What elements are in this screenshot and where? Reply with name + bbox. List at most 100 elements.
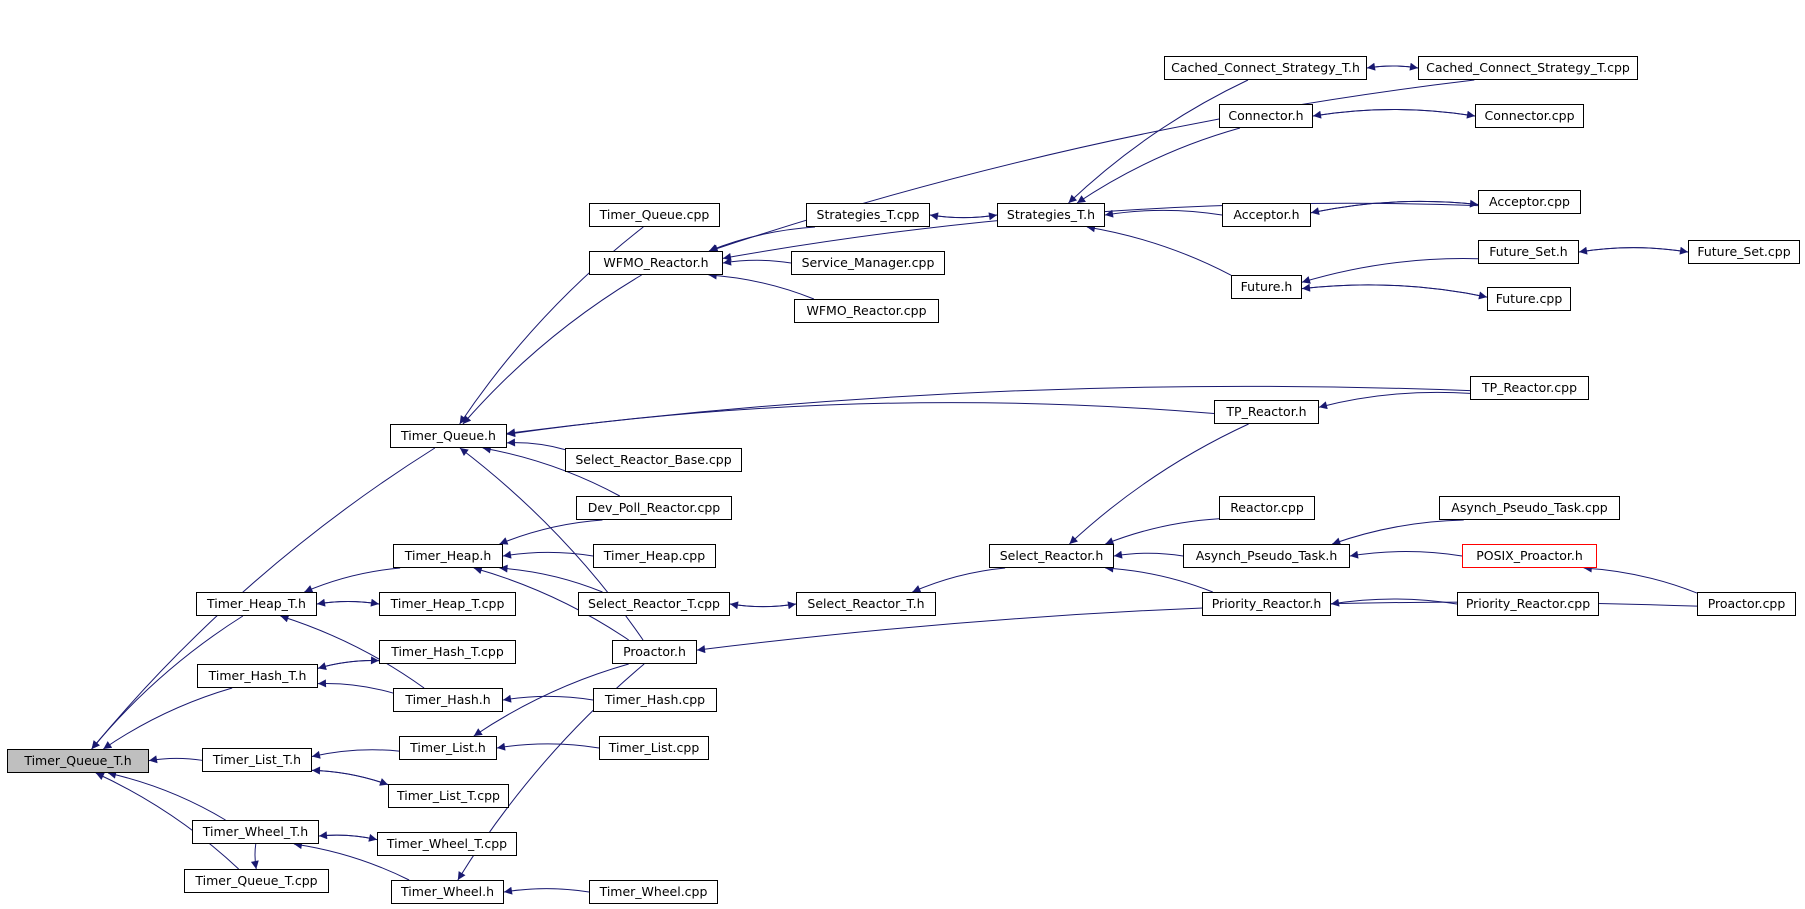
edge-n_posix-to-n_apt: [1349, 550, 1463, 559]
edge-n_rcpp-to-n_sr: [1105, 518, 1220, 545]
edge-n_hash-to-n_heapT: [280, 614, 425, 689]
node-timer-heap-t-h[interactable]: Timer_Heap_T.h: [196, 592, 317, 616]
node-asynch-pseudo-task-cpp[interactable]: Asynch_Pseudo_Task.cpp: [1439, 496, 1620, 520]
node-future-set-h[interactable]: Future_Set.h: [1478, 240, 1579, 264]
node-timer-list-t-cpp[interactable]: Timer_List_T.cpp: [388, 784, 509, 808]
edge-n_wfmo-to-n_tq: [462, 274, 642, 425]
node-timer-list-cpp[interactable]: Timer_List.cpp: [599, 736, 709, 760]
edge-n_ccsT-to-n_strat: [1068, 79, 1249, 204]
node-connector-h[interactable]: Connector.h: [1219, 104, 1313, 128]
edge-n_sr-to-n_srT: [912, 567, 1006, 593]
edge-n_hashcpp-to-n_hash: [502, 694, 594, 703]
edge-n_listcpp-to-n_list: [496, 742, 600, 751]
edge-n_acc-to-n_strat: [1104, 209, 1223, 218]
node-wfmo-reactor-h[interactable]: WFMO_Reactor.h: [589, 251, 723, 275]
node-timer-hash-t-h[interactable]: Timer_Hash_T.h: [197, 664, 318, 688]
node-timer-hash-cpp[interactable]: Timer_Hash.cpp: [593, 688, 717, 712]
node-strategies-t-h[interactable]: Strategies_T.h: [997, 203, 1105, 227]
node-timer-wheel-t-h[interactable]: Timer_Wheel_T.h: [192, 820, 319, 844]
edge-n_proactor-to-n_list: [473, 663, 629, 737]
node-dev-poll-reactor-cpp[interactable]: Dev_Poll_Reactor.cpp: [576, 496, 732, 520]
edge-n_tpr-to-n_sr: [1069, 423, 1249, 545]
node-tp-reactor-h[interactable]: TP_Reactor.h: [1214, 400, 1319, 424]
node-timer-queue-cpp[interactable]: Timer_Queue.cpp: [589, 203, 720, 227]
edge-n_listT-to-n_listTcpp: [311, 769, 389, 786]
node-priority-reactor-cpp[interactable]: Priority_Reactor.cpp: [1457, 592, 1599, 616]
edge-n_apt-to-n_sr: [1113, 550, 1184, 559]
edge-n_heapT-to-n_heapTcpp: [316, 598, 380, 607]
edge-n_srbcpp-to-n_tq: [506, 438, 566, 451]
node-timer-wheel-t-cpp[interactable]: Timer_Wheel_T.cpp: [377, 832, 517, 856]
edge-n_futcpp-to-n_fut: [1301, 283, 1488, 298]
node-future-h[interactable]: Future.h: [1231, 275, 1302, 299]
node-service-manager-cpp[interactable]: Service_Manager.cpp: [791, 251, 945, 275]
node-timer-hash-t-cpp[interactable]: Timer_Hash_T.cpp: [379, 640, 516, 664]
node-timer-queue-t-cpp[interactable]: Timer_Queue_T.cpp: [184, 869, 329, 893]
edge-n_listT-to-n_root: [148, 755, 203, 764]
edge-n_conn-to-n_conncpp: [1312, 109, 1476, 119]
node-posix-proactor-h[interactable]: POSIX_Proactor.h: [1462, 544, 1597, 568]
edge-n_heapcpp-to-n_heap: [502, 550, 594, 559]
edge-n_fut-to-n_strat: [1086, 224, 1232, 276]
edge-n_conn-to-n_strat: [1076, 127, 1241, 204]
edge-n_svcmgr-to-n_wfmo: [722, 257, 792, 266]
node-timer-heap-t-cpp[interactable]: Timer_Heap_T.cpp: [379, 592, 516, 616]
edge-n_wheel-to-n_wheelT: [293, 841, 410, 881]
edge-n_listTcpp-to-n_listT: [311, 766, 389, 786]
node-acceptor-h[interactable]: Acceptor.h: [1222, 203, 1311, 227]
edge-n_stratcpp-to-n_wfmo: [708, 226, 816, 252]
node-timer-heap-cpp[interactable]: Timer_Heap.cpp: [593, 544, 716, 568]
edge-n_srT-to-n_srTcpp: [729, 601, 797, 610]
node-wfmo-reactor-cpp[interactable]: WFMO_Reactor.cpp: [794, 299, 939, 323]
node-timer-list-t-h[interactable]: Timer_List_T.h: [202, 748, 312, 772]
node-acceptor-cpp[interactable]: Acceptor.cpp: [1478, 190, 1581, 214]
node-timer-wheel-cpp[interactable]: Timer_Wheel.cpp: [589, 880, 718, 904]
edge-n_tqcpp-to-n_tq: [459, 226, 644, 425]
node-timer-wheel-h[interactable]: Timer_Wheel.h: [391, 880, 504, 904]
node-connector-cpp[interactable]: Connector.cpp: [1475, 104, 1584, 128]
node-timer-heap-h[interactable]: Timer_Heap.h: [393, 544, 503, 568]
edge-n_devpoll-to-n_heap: [499, 519, 603, 545]
node-timer-list-h[interactable]: Timer_List.h: [399, 736, 497, 760]
node-tp-reactor-cpp[interactable]: TP_Reactor.cpp: [1470, 376, 1589, 400]
edge-n_ccsT-to-n_ccscpp: [1366, 62, 1419, 71]
node-select-reactor-h[interactable]: Select_Reactor.h: [989, 544, 1114, 568]
node-future-set-cpp[interactable]: Future_Set.cpp: [1688, 240, 1800, 264]
node-asynch-pseudo-task-h[interactable]: Asynch_Pseudo_Task.h: [1183, 544, 1350, 568]
node-strategies-t-cpp[interactable]: Strategies_T.cpp: [806, 203, 930, 227]
node-proactor-h[interactable]: Proactor.h: [612, 640, 697, 664]
edge-n_tprcpp-to-n_tq: [506, 385, 1471, 437]
edge-n_list-to-n_listT: [311, 749, 400, 759]
node-proactor-cpp[interactable]: Proactor.cpp: [1697, 592, 1796, 616]
edge-n_wheelT-to-n_root: [107, 770, 226, 821]
edge-n_wheelcpp-to-n_wheel: [503, 886, 590, 895]
edge-n_qTcpp-to-n_root: [95, 772, 239, 870]
node-timer-hash-h[interactable]: Timer_Hash.h: [393, 688, 503, 712]
node-reactor-cpp[interactable]: Reactor.cpp: [1219, 496, 1315, 520]
edge-n_tq-to-n_root: [91, 447, 436, 750]
node-select-reactor-base-cpp[interactable]: Select_Reactor_Base.cpp: [565, 448, 742, 472]
edge-n_proactorcpp-to-n_posix: [1583, 564, 1698, 594]
edge-n_strat-to-n_stratcpp: [929, 212, 998, 221]
node-select-reactor-t-cpp[interactable]: Select_Reactor_T.cpp: [578, 592, 730, 616]
node-timer-queue-t-h: Timer_Queue_T.h: [7, 749, 149, 773]
node-select-reactor-t-h[interactable]: Select_Reactor_T.h: [796, 592, 936, 616]
node-cached-connect-strategy-t-h[interactable]: Cached_Connect_Strategy_T.h: [1164, 56, 1367, 80]
edge-n_futset-to-n_fut: [1301, 258, 1479, 284]
edge-n_pr-to-n_sr: [1105, 564, 1213, 593]
edge-n_hashT-to-n_root: [103, 687, 233, 750]
edge-n_aptcpp-to-n_apt: [1332, 519, 1464, 546]
edge-n_tpr-to-n_tq: [506, 402, 1215, 438]
edge-n_heap-to-n_heapT: [304, 567, 401, 593]
node-timer-queue-h[interactable]: Timer_Queue.h: [390, 424, 507, 448]
edge-n_tprcpp-to-n_tpr: [1318, 391, 1471, 410]
node-priority-reactor-h[interactable]: Priority_Reactor.h: [1202, 592, 1331, 616]
edge-n_hash-to-n_hashT: [317, 679, 394, 694]
edge-n_devpoll-to-n_tq: [482, 445, 620, 497]
edge-n_wheelT-to-n_wheelTcpp: [318, 833, 378, 842]
node-cached-connect-strategy-t-cpp[interactable]: Cached_Connect_Strategy_T.cpp: [1418, 56, 1638, 80]
edge-n_srTcpp-to-n_heap: [499, 564, 603, 593]
node-future-cpp[interactable]: Future.cpp: [1487, 287, 1571, 311]
